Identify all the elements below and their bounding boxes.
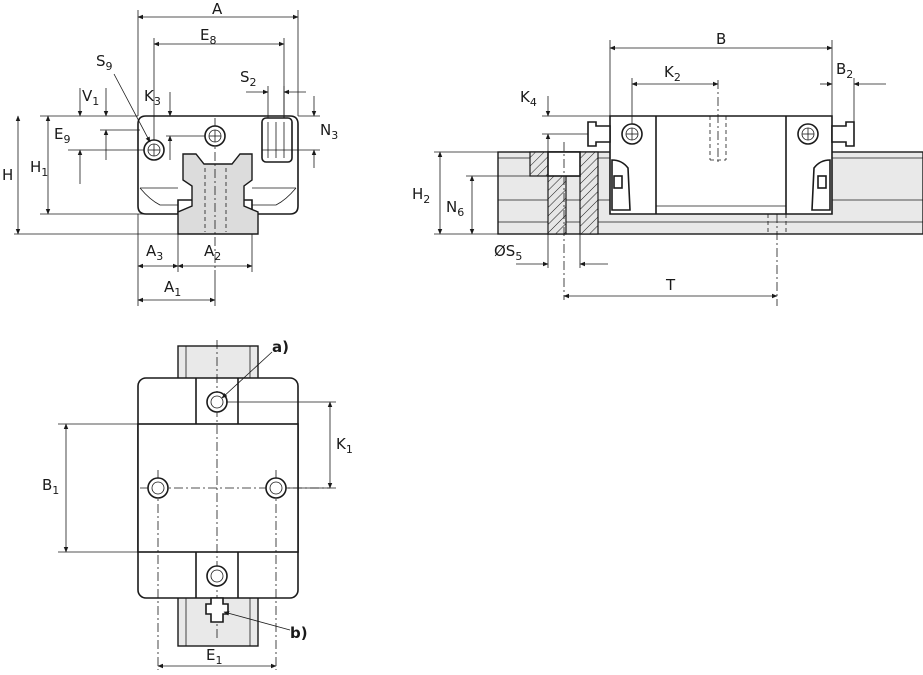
front-side-screw <box>261 117 293 163</box>
label-B: B <box>716 30 726 48</box>
side-lube-port-right <box>797 121 855 147</box>
label-A3: A3 <box>146 242 163 263</box>
top-hole-left <box>147 477 169 499</box>
label-K3: K3 <box>144 87 161 108</box>
front-view: A E8 S9 V1 K3 S2 N3 E9 <box>2 0 338 306</box>
side-view: B K2 B2 K4 H2 N6 ØS5 T <box>412 30 923 306</box>
front-lube-port <box>143 139 165 161</box>
label-N3: N3 <box>320 121 338 142</box>
side-lube-port-left <box>587 121 643 147</box>
label-K1: K1 <box>336 435 353 456</box>
front-top-hole <box>204 125 226 147</box>
top-grease-nipple <box>205 597 229 623</box>
label-H2: H2 <box>412 185 430 206</box>
label-E9: E9 <box>54 125 70 146</box>
note-b: b) <box>290 624 308 642</box>
label-S9: S9 <box>96 52 113 73</box>
top-hole-lower <box>206 565 228 587</box>
label-S2: S2 <box>240 68 257 89</box>
front-rail-profile <box>177 153 259 235</box>
label-H: H <box>2 166 13 184</box>
top-hole-right <box>265 477 287 499</box>
top-hole-upper <box>206 391 228 413</box>
label-A: A <box>212 0 223 18</box>
label-B1: B1 <box>42 476 59 497</box>
label-V1: V1 <box>82 87 99 108</box>
label-E1: E1 <box>206 646 222 667</box>
label-K2: K2 <box>664 63 681 84</box>
label-T: T <box>665 276 676 294</box>
label-N6: N6 <box>446 198 464 219</box>
side-carriage <box>609 115 833 215</box>
label-H1: H1 <box>30 158 48 179</box>
label-B2: B2 <box>836 60 853 81</box>
label-A2: A2 <box>204 242 221 263</box>
note-a: a) <box>272 338 289 356</box>
label-OS5: ØS5 <box>494 242 522 263</box>
label-K4: K4 <box>520 88 537 109</box>
label-A1: A1 <box>164 278 181 299</box>
label-E8: E8 <box>200 26 216 47</box>
top-view: K1 B1 E1 a) b) <box>42 338 353 670</box>
